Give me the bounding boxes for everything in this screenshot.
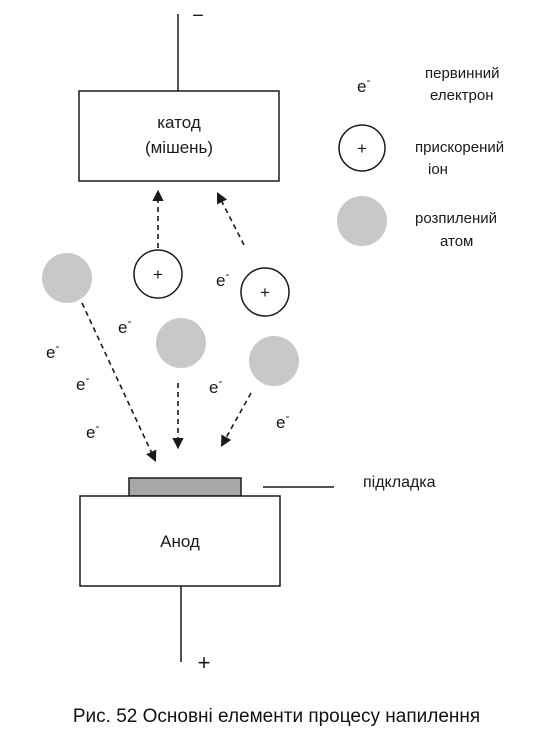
legend-electron-symbol: e- (357, 73, 370, 96)
ion-particle-1-plus: + (153, 265, 163, 284)
anode-box (79, 495, 281, 587)
electron-1: e- (216, 267, 229, 290)
legend-ion-icon (338, 124, 386, 172)
electron-6: e- (86, 419, 99, 442)
legend-ion-plus: + (357, 139, 367, 158)
atom-particle-2 (156, 318, 206, 368)
cathode-label-line1: катод (157, 113, 201, 132)
sputtering-diagram: − катод (мішень) e- первинний електрон +… (42, 5, 504, 675)
anode-label: Анод (160, 532, 200, 551)
atom-particle-3 (249, 336, 299, 386)
ion-arrow-up-2 (216, 192, 245, 246)
legend-ion-label-line2: іон (428, 161, 448, 178)
electron-7: e- (276, 409, 289, 432)
electron-3: e- (46, 339, 59, 362)
legend-atom-icon (337, 196, 387, 246)
ion-particle-2-plus: + (260, 283, 270, 302)
legend-atom-label-line2: атом (440, 233, 473, 250)
substrate-label: підкладка (363, 474, 436, 491)
cathode-label-line2: (мішень) (145, 138, 213, 157)
electron-2: e- (118, 314, 131, 337)
anode-terminal-sign: + (198, 650, 211, 675)
atom-arrow-down-3 (220, 392, 252, 447)
ion-particle-2 (240, 267, 290, 317)
substrate (128, 477, 242, 497)
electron-5: e- (209, 374, 222, 397)
cathode-box (78, 90, 280, 182)
atom-arrow-down-1 (81, 302, 157, 463)
electron-4: e- (76, 371, 89, 394)
legend-electron-label-line2: електрон (430, 87, 494, 104)
ion-particle-1 (133, 249, 183, 299)
legend-ion-label-line1: прискорений (415, 139, 504, 156)
legend-atom-label-line1: розпилений (415, 210, 497, 227)
figure-caption: Рис. 52 Основні елементи процесу напилен… (72, 706, 481, 727)
cathode-terminal-sign: − (192, 5, 204, 27)
legend-electron-label-line1: первинний (425, 65, 499, 82)
atom-particle-1 (42, 253, 92, 303)
